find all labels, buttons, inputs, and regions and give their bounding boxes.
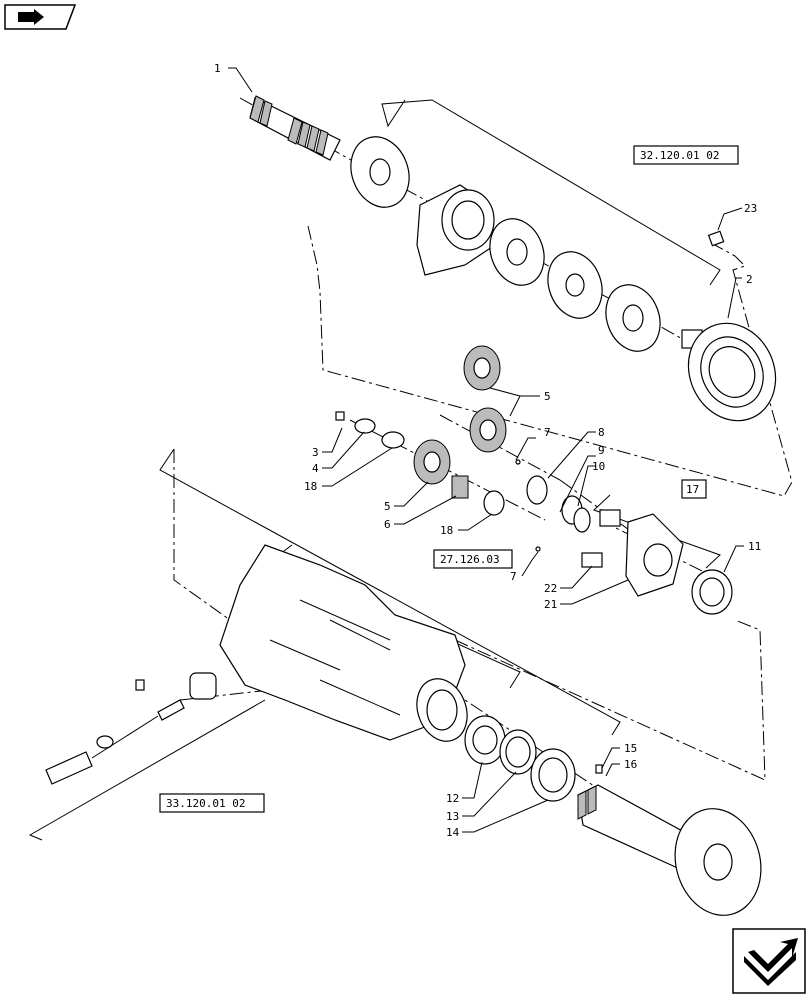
callout-18a: 18 — [304, 480, 317, 493]
plug-part — [707, 230, 725, 247]
callout-23: 23 — [744, 202, 757, 215]
callout-18b: 18 — [440, 524, 453, 537]
callout-13: 13 — [446, 810, 459, 823]
callout-9: 9 — [598, 444, 605, 457]
callout-16: 16 — [624, 758, 637, 771]
ref-box-32-120-01-02[interactable]: 32.120.01 02 — [633, 145, 739, 165]
forward-arrow-icon — [732, 928, 806, 994]
ref-box-27-126-03[interactable]: 27.126.03 — [433, 549, 513, 569]
prev-page-button[interactable] — [4, 4, 77, 30]
linkage-part — [45, 672, 217, 785]
callout-3: 3 — [312, 446, 319, 459]
callout-7a: 7 — [544, 426, 551, 439]
callout-8: 8 — [598, 426, 605, 439]
hub-flange-part — [681, 322, 777, 422]
bearing-carrier-part — [625, 513, 733, 615]
ref-label-17: 17 — [686, 483, 699, 496]
brake-disc-stack — [350, 136, 661, 352]
callout-14: 14 — [446, 826, 460, 839]
next-page-button[interactable] — [732, 928, 806, 994]
ref-box-33-120-01-02[interactable]: 33.120.01 02 — [159, 793, 265, 813]
ref-label-32-120-01-02: 32.120.01 02 — [640, 149, 719, 162]
callout-11: 11 — [748, 540, 761, 553]
ref-label-27-126-03: 27.126.03 — [440, 553, 500, 566]
ref-label-33-120-01-02: 33.120.01 02 — [166, 797, 245, 810]
callout-numbers: 1 2 3 4 5 5 6 7 7 8 9 10 11 12 13 14 15 … — [214, 62, 761, 839]
washers-and-pins — [335, 411, 621, 568]
callout-22: 22 — [544, 582, 557, 595]
axle-shaft-part — [577, 764, 762, 916]
ref-box-17[interactable]: 17 — [681, 479, 707, 499]
callout-15: 15 — [624, 742, 637, 755]
callout-10: 10 — [592, 460, 605, 473]
callout-6: 6 — [384, 518, 391, 531]
callout-leaders — [228, 67, 744, 833]
planet-gears — [413, 345, 507, 499]
callout-5b: 5 — [384, 500, 391, 513]
callout-2: 2 — [746, 273, 753, 286]
callout-21: 21 — [544, 598, 557, 611]
splined-shaft-part — [249, 95, 341, 161]
callout-1: 1 — [214, 62, 221, 75]
back-arrow-icon — [4, 4, 77, 30]
callout-12: 12 — [446, 792, 459, 805]
callout-4: 4 — [312, 462, 319, 475]
callout-5a: 5 — [544, 390, 551, 403]
axle-housing-part — [219, 544, 576, 802]
callout-7b: 7 — [510, 570, 517, 583]
